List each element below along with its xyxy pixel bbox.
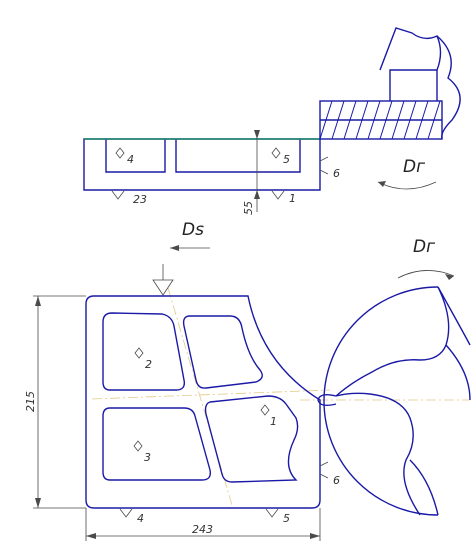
marker-5: 5	[283, 153, 290, 166]
dimension-215: 215	[24, 295, 86, 509]
dimension-55: 55	[242, 130, 260, 215]
marker-6-symbol-main	[319, 461, 329, 479]
marker-1-symbol	[271, 190, 285, 200]
marker-23-symbol	[111, 190, 125, 200]
marker-4-main: 4	[137, 512, 144, 525]
axis-vertical	[167, 287, 233, 506]
axis-horizontal	[91, 389, 331, 400]
marker-3-symbol	[133, 440, 143, 452]
rotation-label-top: Dг	[403, 157, 425, 177]
rotation-label-main: Dг	[413, 237, 435, 257]
marker-5-main: 5	[283, 512, 290, 525]
rotation-arrow-top	[377, 181, 437, 190]
pocket-3	[102, 407, 212, 481]
rotation-arrow-main	[397, 270, 455, 279]
marker-3: 3	[144, 451, 151, 464]
face-mill-section	[319, 27, 461, 140]
pocket-2	[102, 312, 186, 391]
marker-2-symbol	[134, 347, 144, 359]
marker-4-symbol-main	[119, 508, 133, 518]
marker-1-main: 1	[270, 415, 277, 428]
workpiece-outline	[85, 295, 321, 509]
marker-4: 4	[127, 153, 134, 166]
face-mill-plan	[317, 286, 471, 516]
dim-height-label: 55	[242, 201, 255, 215]
section-view: 55 4 5 6 23 1 Dг Ds	[83, 27, 461, 251]
marker-4-symbol	[115, 147, 125, 159]
marker-1-symbol-main	[260, 404, 270, 416]
locator-symbol	[152, 264, 174, 296]
marker-1: 1	[289, 192, 296, 205]
marker-5-symbol-main	[265, 508, 279, 518]
dim-215-label: 215	[24, 391, 37, 412]
marker-6: 6	[333, 167, 340, 180]
marker-2: 2	[145, 358, 152, 371]
pocket-top-right	[182, 315, 263, 389]
marker-5-symbol	[271, 147, 281, 159]
feed-label: Ds	[182, 220, 204, 240]
marker-6-main: 6	[333, 474, 340, 487]
dim-243-label: 243	[192, 523, 213, 536]
marker-6-symbol	[319, 156, 329, 175]
dimension-243: 243	[85, 508, 321, 541]
dim-width-label: 23	[133, 193, 147, 206]
pocket-1	[204, 395, 299, 483]
plan-view: 215 243 2 3 1 6 4 5 Dг	[24, 237, 471, 541]
